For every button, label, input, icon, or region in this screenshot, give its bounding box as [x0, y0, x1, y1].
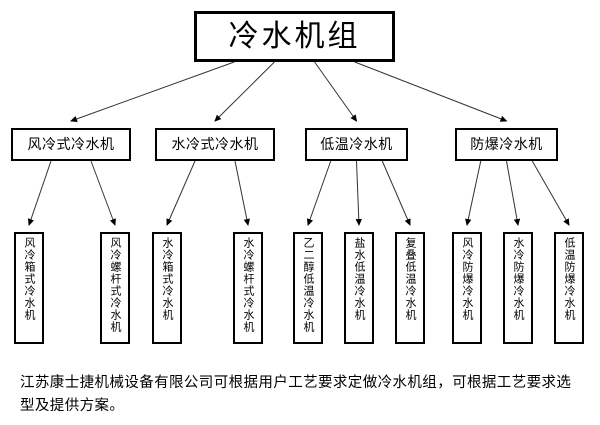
node-category-2[interactable]: 低温冷水机 — [305, 128, 408, 161]
edge-category-1-to-product-2 — [166, 160, 196, 226]
node-product-5[interactable]: 盐水低温冷水机 — [344, 232, 374, 344]
node-product-6[interactable]: 复叠低温冷水机 — [395, 232, 425, 344]
edge-category-0-to-product-1 — [90, 160, 116, 226]
edge-category-3-to-product-7 — [465, 160, 482, 226]
edge-category-2-to-product-6 — [381, 160, 411, 226]
node-product-4[interactable]: 乙二醇低温冷水机 — [293, 232, 323, 344]
node-product-2[interactable]: 水冷箱式冷水机 — [152, 232, 182, 344]
node-product-7[interactable]: 风冷防爆冷水机 — [452, 232, 482, 344]
edge-root-to-category-1 — [214, 61, 275, 122]
edge-category-0-to-product-0 — [27, 160, 52, 226]
node-product-3[interactable]: 水冷螺杆式冷水机 — [233, 232, 263, 344]
node-product-1[interactable]: 风冷螺杆式冷水机 — [100, 232, 130, 344]
node-product-2-label: 水冷箱式冷水机 — [161, 237, 175, 321]
node-product-0[interactable]: 风冷箱式冷水机 — [14, 232, 44, 344]
edge-root-to-category-2 — [314, 61, 358, 122]
node-product-3-label: 水冷螺杆式冷水机 — [242, 237, 256, 333]
node-product-4-label: 乙二醇低温冷水机 — [302, 237, 316, 333]
edge-category-3-to-product-9 — [531, 160, 570, 226]
node-category-0-label: 风冷式冷水机 — [27, 136, 115, 153]
edge-category-3-to-product-8 — [506, 160, 521, 226]
node-root-chiller[interactable]: 冷水机组 — [194, 11, 395, 62]
node-product-9-label: 低温防爆冷水机 — [563, 237, 577, 321]
node-category-3[interactable]: 防爆冷水机 — [455, 128, 558, 161]
edge-category-2-to-product-5 — [355, 160, 362, 226]
node-root-chiller-label: 冷水机组 — [228, 18, 361, 54]
node-category-3-label: 防爆冷水机 — [470, 136, 543, 153]
node-product-1-label: 风冷螺杆式冷水机 — [109, 237, 123, 333]
node-product-5-label: 盐水低温冷水机 — [353, 237, 367, 321]
node-product-0-label: 风冷箱式冷水机 — [23, 237, 37, 321]
node-category-1[interactable]: 水冷式冷水机 — [155, 128, 275, 161]
node-product-6-label: 复叠低温冷水机 — [404, 237, 418, 321]
edge-root-to-category-0 — [70, 61, 235, 122]
connector-lines — [27, 61, 570, 226]
node-category-1-label: 水冷式冷水机 — [171, 136, 259, 153]
edge-root-to-category-3 — [354, 61, 508, 122]
node-category-0[interactable]: 风冷式冷水机 — [11, 128, 131, 161]
footer-note: 江苏康士捷机械设备有限公司可根据用户工艺要求定做冷水机组，可根据工艺要求选型及提… — [20, 375, 572, 415]
node-product-8[interactable]: 水冷防爆冷水机 — [503, 232, 533, 344]
edge-category-1-to-product-3 — [234, 160, 250, 226]
node-product-8-label: 水冷防爆冷水机 — [512, 237, 526, 321]
node-product-7-label: 风冷防爆冷水机 — [461, 237, 475, 321]
node-product-9[interactable]: 低温防爆冷水机 — [554, 232, 584, 344]
node-category-2-label: 低温冷水机 — [320, 136, 393, 153]
edge-category-2-to-product-4 — [306, 160, 332, 226]
